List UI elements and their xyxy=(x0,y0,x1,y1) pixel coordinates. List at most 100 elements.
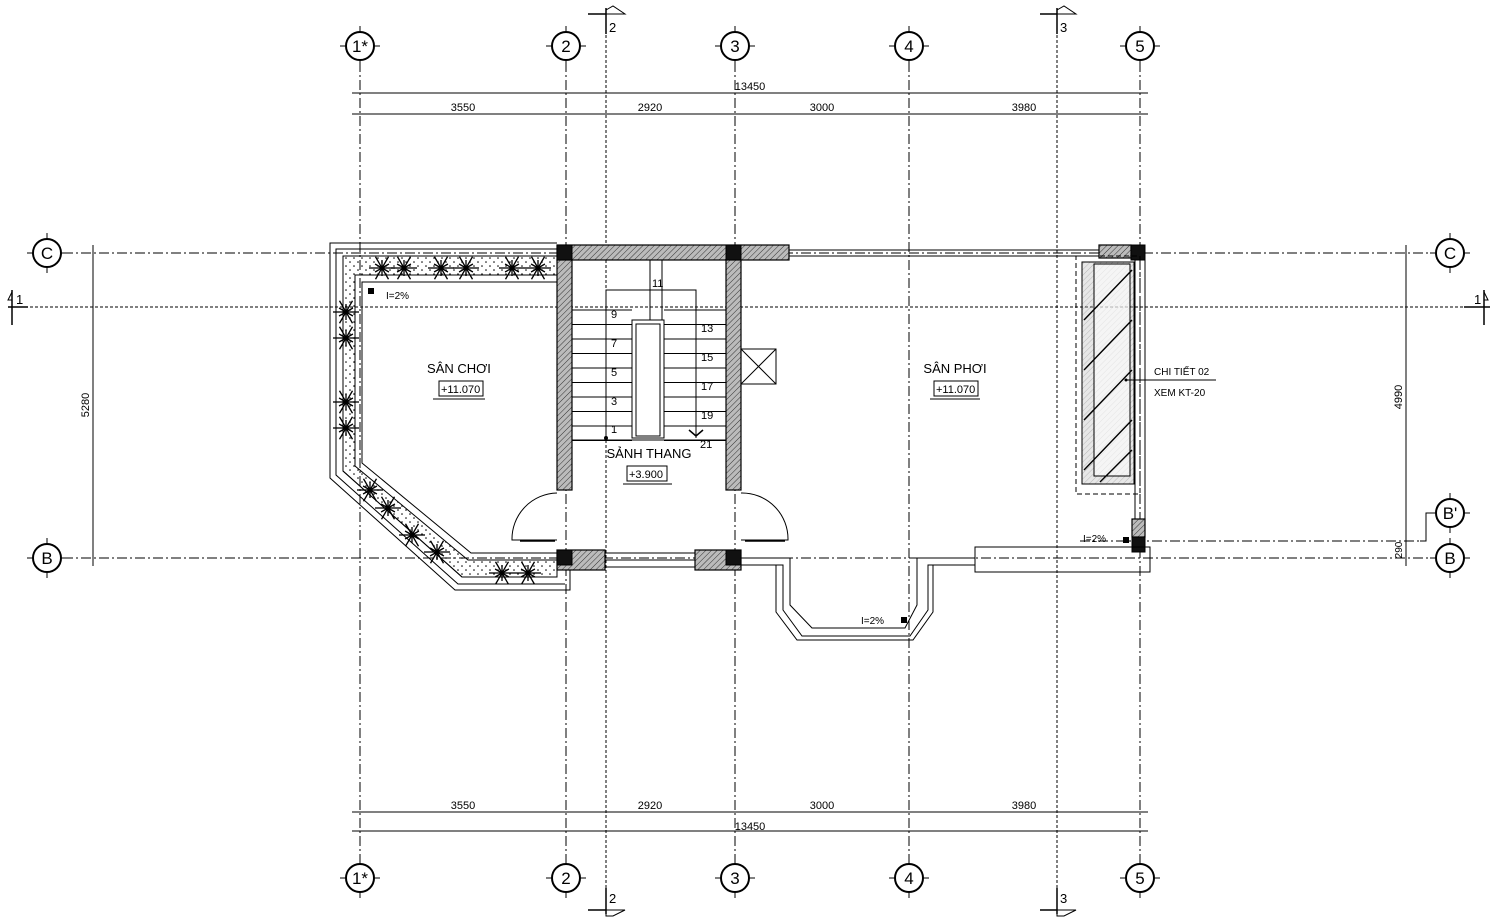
section-marker-2-bottom: 2 xyxy=(588,888,626,917)
svg-text:SẢNH THANG: SẢNH THANG xyxy=(607,446,692,461)
axis-bubble-top: 2 xyxy=(546,26,586,66)
svg-text:3980: 3980 xyxy=(1012,102,1036,114)
plant-icon xyxy=(357,478,383,502)
svg-text:+11.070: +11.070 xyxy=(936,384,975,396)
svg-text:3: 3 xyxy=(730,37,739,56)
svg-text:3: 3 xyxy=(1060,891,1067,906)
svg-text:5: 5 xyxy=(1135,869,1144,888)
svg-text:2920: 2920 xyxy=(638,800,662,812)
plant-icon xyxy=(499,256,525,280)
svg-text:1: 1 xyxy=(611,424,617,436)
svg-text:1: 1 xyxy=(1474,292,1481,307)
svg-text:4: 4 xyxy=(904,37,913,56)
walls xyxy=(511,244,1151,641)
svg-text:1*: 1* xyxy=(352,869,368,888)
axis-bubble-bottom: 3 xyxy=(715,858,755,898)
svg-text:+3.900: +3.900 xyxy=(629,469,663,481)
svg-text:SÂN CHƠI: SÂN CHƠI xyxy=(427,361,491,376)
section-marker-1-right: 1 xyxy=(1464,290,1490,325)
plant-icon xyxy=(333,390,359,414)
svg-text:4990: 4990 xyxy=(1393,385,1405,409)
svg-text:3: 3 xyxy=(730,869,739,888)
svg-text:19: 19 xyxy=(701,410,713,422)
svg-text:5: 5 xyxy=(1135,37,1144,56)
svg-text:B': B' xyxy=(1443,504,1458,523)
plant-icon xyxy=(515,561,541,585)
svg-text:9: 9 xyxy=(611,309,617,321)
svg-text:3000: 3000 xyxy=(810,102,834,114)
room-sanh-thang: SẢNH THANG +3.900 xyxy=(607,446,692,485)
axis-bubble-top: 5 xyxy=(1120,26,1160,66)
svg-text:2: 2 xyxy=(561,37,570,56)
dimensions-bottom: 13450 3550 2920 3000 3980 xyxy=(352,800,1148,833)
svg-text:B: B xyxy=(41,549,52,568)
svg-text:3: 3 xyxy=(611,396,617,408)
plant-icon xyxy=(333,416,359,440)
axis-bubble-bottom: 2 xyxy=(546,858,586,898)
svg-text:I=2%: I=2% xyxy=(386,291,409,302)
detail-note: CHI TIẾT 02 XEM KT-20 xyxy=(1124,365,1216,399)
plant-icon xyxy=(375,496,401,520)
plant-icon xyxy=(489,561,515,585)
plant-icon xyxy=(428,256,454,280)
axis-bubble-left: C xyxy=(27,233,67,273)
svg-text:5280: 5280 xyxy=(80,393,92,417)
svg-text:SÂN PHƠI: SÂN PHƠI xyxy=(923,361,986,376)
svg-text:2: 2 xyxy=(609,891,616,906)
axis-bubble-top: 3 xyxy=(715,26,755,66)
svg-text:2: 2 xyxy=(561,869,570,888)
svg-text:CHI TIẾT 02: CHI TIẾT 02 xyxy=(1154,365,1210,378)
axis-bubble-right: B' xyxy=(1430,493,1470,533)
svg-text:+11.070: +11.070 xyxy=(441,384,480,396)
svg-text:1: 1 xyxy=(16,292,23,307)
section-marker-2-top: 2 xyxy=(588,5,627,35)
slope-label: I=2% xyxy=(1083,534,1129,545)
dimensions-top: 13450 3550 2920 3000 3980 xyxy=(352,81,1148,115)
svg-text:15: 15 xyxy=(701,352,713,364)
svg-text:I=2%: I=2% xyxy=(861,616,884,627)
dim-total: 13450 xyxy=(735,81,766,93)
svg-text:XEM KT-20: XEM KT-20 xyxy=(1154,388,1206,399)
grid-lines xyxy=(20,15,1484,905)
plant-icon xyxy=(333,300,359,324)
axis-bubble-top: 1* xyxy=(340,26,380,66)
staircase: 9 7 5 3 1 11 13 15 17 19 21 xyxy=(572,260,726,451)
section-marker-1-left: 1 xyxy=(7,290,28,325)
svg-text:3: 3 xyxy=(1060,20,1067,35)
slope-label: I=2% xyxy=(368,288,409,302)
svg-text:13450: 13450 xyxy=(735,821,766,833)
svg-text:7: 7 xyxy=(611,338,617,350)
plant-icon xyxy=(333,326,359,350)
plant-icon xyxy=(453,256,479,280)
svg-text:5: 5 xyxy=(611,367,617,379)
axis-bubble-bottom: 1* xyxy=(340,858,380,898)
svg-text:290: 290 xyxy=(1394,541,1405,558)
slope-label: I=2% xyxy=(861,616,907,627)
axis-bubble-bottom: 5 xyxy=(1120,858,1160,898)
svg-text:3980: 3980 xyxy=(1012,800,1036,812)
svg-text:1*: 1* xyxy=(352,37,368,56)
svg-text:B: B xyxy=(1444,549,1455,568)
svg-text:C: C xyxy=(1444,244,1456,263)
svg-text:21: 21 xyxy=(700,439,712,451)
svg-text:3550: 3550 xyxy=(451,102,475,114)
section-marker-3-top: 3 xyxy=(1040,5,1078,35)
axis-bubble-top: 4 xyxy=(889,26,929,66)
svg-text:3550: 3550 xyxy=(451,800,475,812)
axis-bubble-bottom: 4 xyxy=(889,858,929,898)
svg-text:11: 11 xyxy=(652,278,663,290)
axis-bubble-right: C xyxy=(1430,233,1470,273)
svg-text:17: 17 xyxy=(701,381,713,393)
plant-icon xyxy=(424,540,450,564)
room-san-phoi: SÂN PHƠI +11.070 xyxy=(923,361,987,400)
dimension-right: 4990 290 xyxy=(1393,245,1407,566)
planter xyxy=(329,242,571,591)
axis-bubble-right: B xyxy=(1430,538,1470,578)
svg-text:13: 13 xyxy=(701,323,713,335)
svg-text:3000: 3000 xyxy=(810,800,834,812)
svg-text:4: 4 xyxy=(904,869,913,888)
plant-icon xyxy=(525,256,551,280)
plant-icon xyxy=(391,256,417,280)
room-san-choi: SÂN CHƠI +11.070 xyxy=(427,361,491,400)
